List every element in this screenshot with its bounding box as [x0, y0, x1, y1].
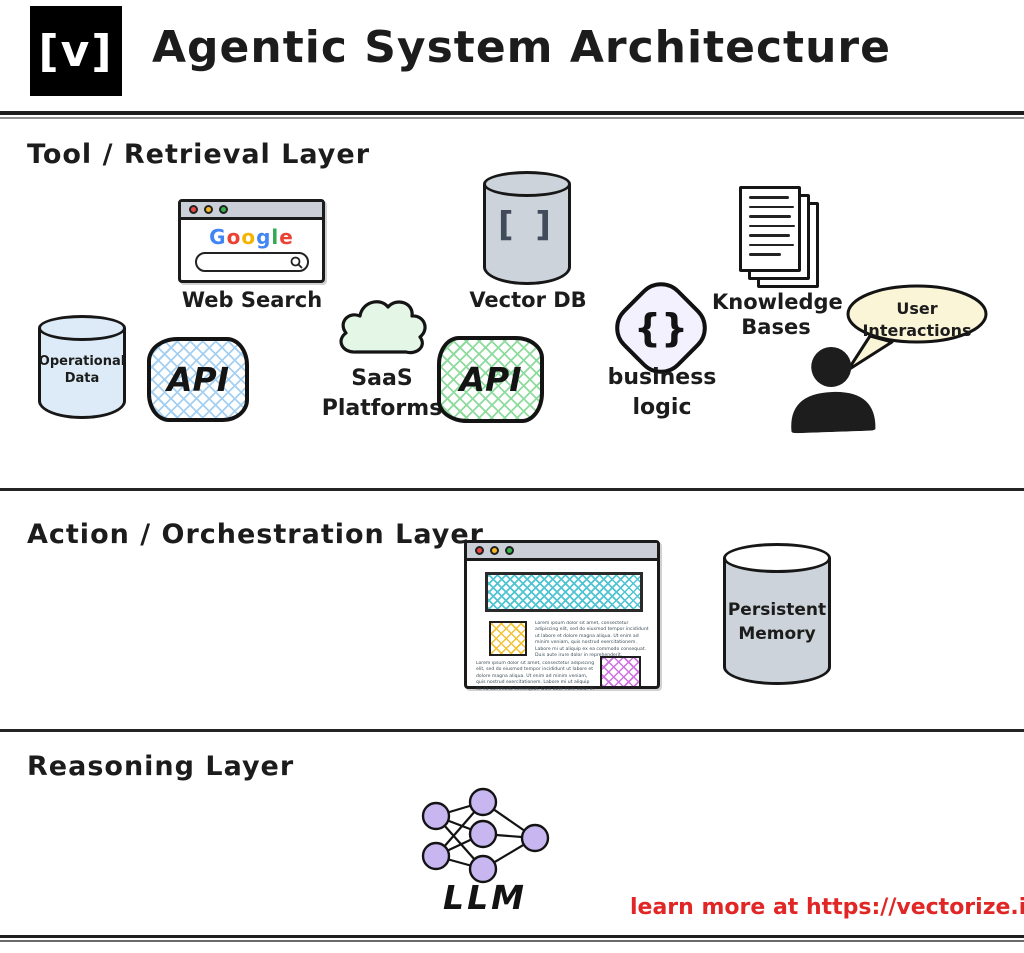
brackets-glyph: [ ]	[498, 205, 556, 245]
bottom-divider	[0, 935, 1024, 938]
browser-titlebar	[181, 202, 322, 220]
neural-network-icon	[421, 787, 550, 884]
header-divider	[0, 111, 1024, 115]
api-blue-box: API	[147, 337, 249, 422]
persistent-memory-cylinder: Persistent Memory	[723, 543, 831, 685]
close-icon	[189, 205, 198, 214]
maximize-icon	[505, 546, 514, 555]
hero-banner-placeholder	[485, 572, 643, 612]
vector-db-label: Vector DB	[469, 288, 587, 312]
layer-divider	[0, 488, 1024, 491]
cylinder-top	[38, 315, 126, 341]
knowledge-bases-label: Knowledge Bases	[712, 290, 843, 339]
page-title: Agentic System Architecture	[152, 22, 891, 73]
knowledge-bases-icon	[739, 186, 821, 290]
tool-layer-heading: Tool / Retrieval Layer	[27, 139, 371, 170]
cloud-icon	[339, 300, 427, 355]
api-label: API	[459, 360, 522, 399]
maximize-icon	[219, 205, 228, 214]
cylinder-top	[723, 543, 831, 573]
business-logic-icon: {}	[604, 271, 718, 385]
persistent-memory-label: Persistent Memory	[727, 600, 827, 644]
close-icon	[475, 546, 484, 555]
google-wordmark: Google	[209, 225, 294, 249]
search-input	[194, 252, 309, 272]
minimize-icon	[204, 205, 213, 214]
speech-bubble	[846, 284, 988, 372]
api-label: API	[166, 360, 229, 399]
minimize-icon	[490, 546, 499, 555]
vector-db-cylinder: [ ]	[483, 171, 571, 285]
web-search-label: Web Search	[181, 288, 323, 312]
image-placeholder-purple	[600, 656, 641, 688]
cylinder-body	[483, 184, 571, 285]
operational-data-cylinder: Operational Data	[38, 315, 126, 419]
reasoning-layer-heading: Reasoning Layer	[27, 751, 295, 782]
cylinder-body	[723, 558, 831, 685]
header-divider-shadow	[0, 117, 1024, 119]
body-text-block: Lorem ipsum dolor sit amet, consectetur …	[476, 661, 595, 691]
image-placeholder-yellow	[489, 621, 527, 656]
saas-platforms-label: SaaS Platforms	[321, 366, 443, 421]
braces-glyph: {}	[633, 306, 689, 350]
llm-label: LLM	[443, 878, 527, 917]
browser-titlebar	[467, 543, 657, 561]
vectorize-logo: [v]	[30, 6, 122, 96]
operational-data-label: Operational Data	[38, 354, 126, 386]
document-page	[739, 186, 801, 272]
web-search-browser: Google	[178, 199, 325, 283]
orchestrator-browser: Lorem ipsum dolor sit amet, consectetur …	[464, 540, 660, 691]
cylinder-top	[483, 171, 571, 197]
user-interactions-label: User Interactions	[862, 299, 972, 340]
person-icon	[791, 346, 876, 434]
cylinder-body	[38, 328, 126, 419]
body-text-block: Lorem ipsum dolor sit amet, consectetur …	[535, 621, 649, 657]
business-logic-label: business logic	[607, 365, 717, 420]
layer-divider	[0, 729, 1024, 732]
action-layer-heading: Action / Orchestration Layer	[27, 519, 484, 550]
learn-more-link: learn more at https://vectorize.io	[630, 895, 1024, 920]
api-green-box: API	[437, 336, 544, 423]
bottom-divider-shadow	[0, 940, 1024, 942]
search-icon	[290, 256, 303, 269]
